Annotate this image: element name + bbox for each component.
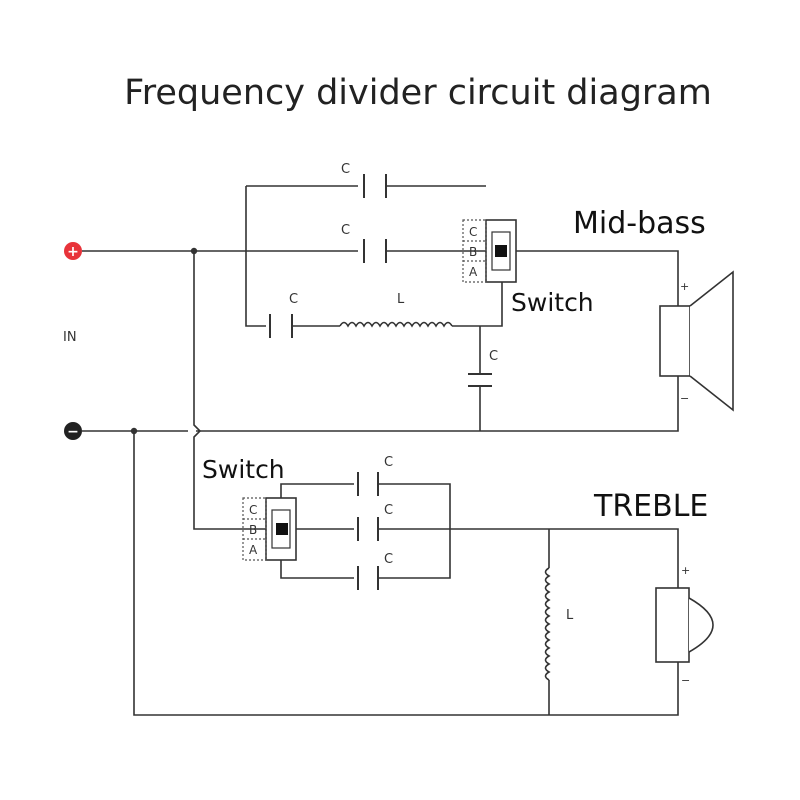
svg-text:L: L bbox=[566, 608, 574, 623]
svg-text:L: L bbox=[397, 292, 405, 307]
treble-speaker-icon: + − bbox=[655, 564, 714, 687]
switch-position-a: A bbox=[469, 265, 478, 279]
switch-position-b: B bbox=[249, 523, 257, 537]
midbass-speaker-icon: + − bbox=[659, 270, 734, 412]
midbass-speaker-minus: − bbox=[680, 392, 689, 405]
midbass-capacitor-top: C bbox=[341, 162, 387, 198]
treble-switch[interactable]: C B A bbox=[242, 497, 297, 561]
treble-inductor: L bbox=[544, 567, 574, 681]
positive-terminal: + bbox=[64, 242, 82, 260]
svg-text:C: C bbox=[489, 349, 498, 364]
diagram-title: Frequency divider circuit diagram bbox=[124, 73, 712, 113]
midbass-label: Mid-bass bbox=[573, 206, 706, 241]
switch-position-c: C bbox=[469, 225, 477, 239]
midbass-switch-label: Switch bbox=[511, 288, 594, 317]
svg-text:C: C bbox=[384, 552, 393, 567]
treble-speaker-minus: − bbox=[681, 674, 690, 687]
svg-text:C: C bbox=[341, 223, 350, 238]
treble-speaker-plus: + bbox=[681, 564, 690, 577]
positive-symbol: + bbox=[67, 244, 79, 260]
midbass-capacitor-mid: C bbox=[341, 223, 387, 263]
switch-position-a: A bbox=[249, 543, 258, 557]
midbass-section: C C C L bbox=[82, 162, 734, 432]
treble-switch-label: Switch bbox=[202, 455, 285, 484]
midbass-inductor: L bbox=[339, 292, 453, 328]
svg-text:C: C bbox=[341, 162, 350, 177]
svg-text:C: C bbox=[384, 503, 393, 518]
midbass-switch[interactable]: C B A bbox=[462, 219, 517, 283]
midbass-shunt-capacitor: C bbox=[468, 349, 498, 387]
switch-position-c: C bbox=[249, 503, 257, 517]
treble-capacitor-3: C bbox=[357, 552, 393, 590]
treble-label: TREBLE bbox=[593, 489, 708, 524]
svg-text:C: C bbox=[289, 292, 298, 307]
negative-symbol: − bbox=[67, 424, 79, 440]
in-label: IN bbox=[63, 330, 77, 345]
treble-capacitor-2: C bbox=[357, 503, 393, 541]
negative-terminal: − bbox=[64, 422, 82, 440]
treble-section: C B A Switch C C C L bbox=[202, 455, 714, 715]
midbass-speaker-plus: + bbox=[680, 280, 689, 293]
switch-position-b: B bbox=[469, 245, 477, 259]
svg-text:C: C bbox=[384, 455, 393, 470]
treble-capacitor-1: C bbox=[357, 455, 393, 496]
midbass-capacitor-bottom: C bbox=[269, 292, 298, 338]
